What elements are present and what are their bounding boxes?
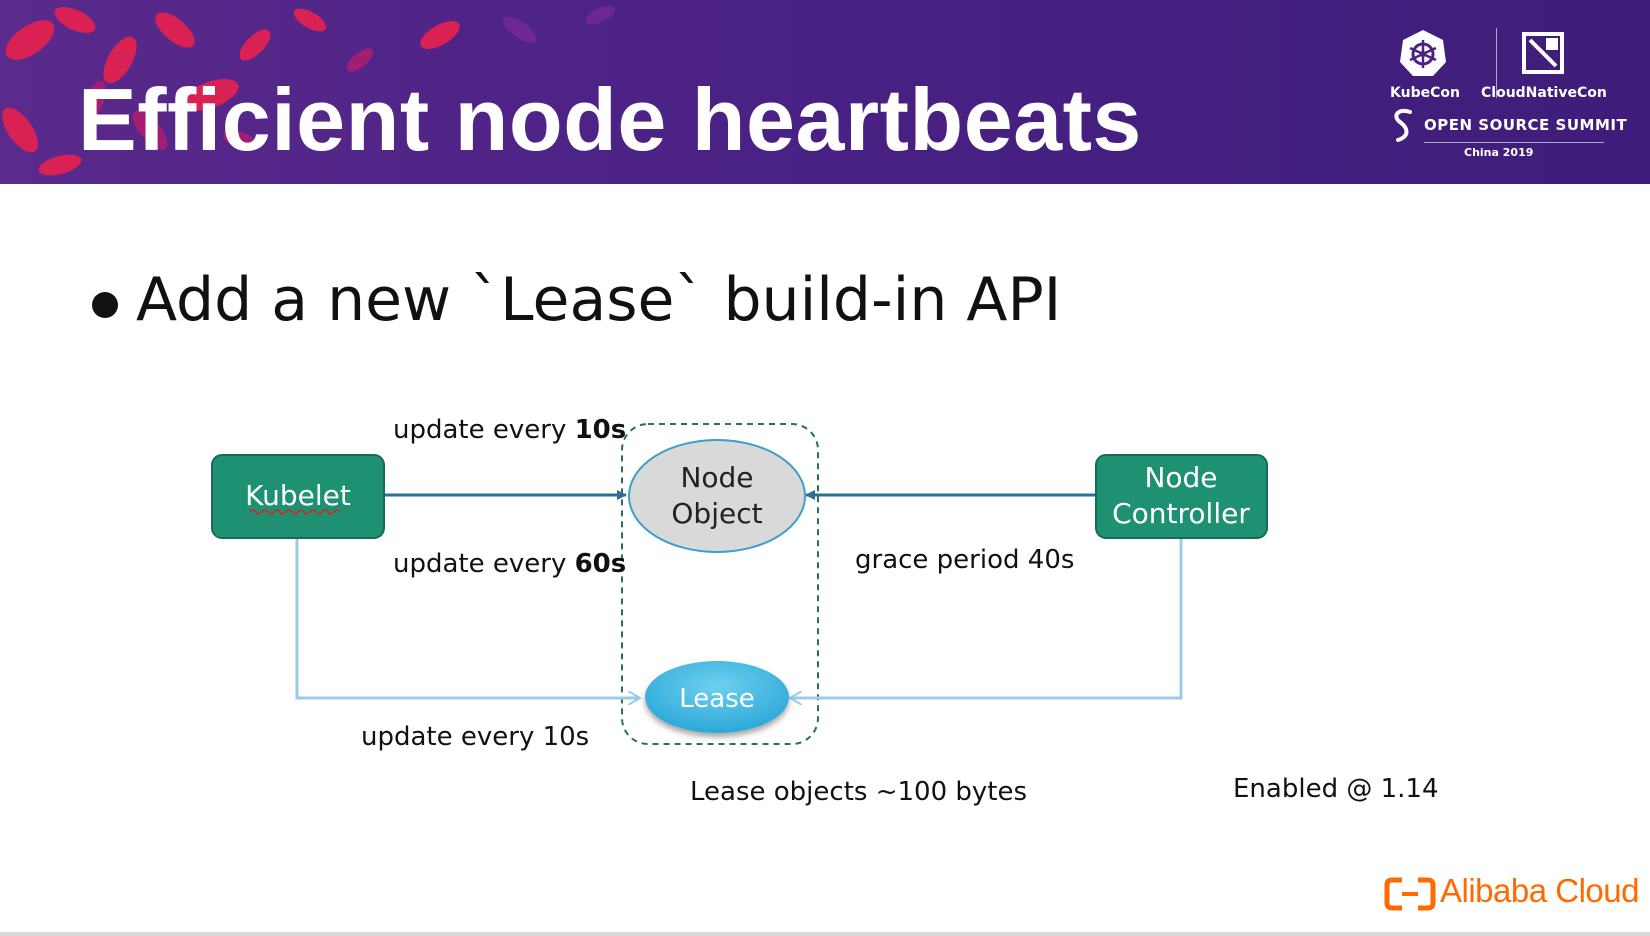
lease-ellipse: Lease bbox=[645, 661, 789, 733]
api-group-container bbox=[621, 423, 819, 745]
kubernetes-helm-icon bbox=[1400, 30, 1446, 76]
bullet-dot bbox=[92, 292, 118, 318]
summit-label: OPEN SOURCE SUMMIT bbox=[1424, 116, 1628, 134]
summit-s-icon bbox=[1394, 109, 1412, 142]
node-controller-label-line1: Node bbox=[1144, 461, 1217, 494]
node-object-label-line1: Node bbox=[680, 461, 753, 494]
middle-edge-label: update every 60s bbox=[393, 549, 626, 579]
controller-to-lease-arrow bbox=[790, 536, 1183, 698]
alibaba-cloud-bracket-icon bbox=[1384, 877, 1436, 911]
bullet-text: Add a new `Lease` build-in API bbox=[136, 265, 1062, 335]
spellcheck-underline bbox=[249, 509, 341, 515]
footer-divider bbox=[0, 932, 1650, 936]
conference-logos: KubeCon CloudNativeCon OPEN SOURCE SUMMI… bbox=[1380, 18, 1627, 168]
kubelet-to-lease-arrow bbox=[295, 536, 640, 698]
node-object-label-line2: Object bbox=[671, 497, 762, 530]
decorative-leaves bbox=[2, 5, 615, 176]
enabled-note: Enabled @ 1.14 bbox=[1233, 774, 1439, 804]
lease-edge-label: update every 10s bbox=[361, 722, 589, 752]
alibaba-cloud-label: Alibaba Cloud bbox=[1440, 872, 1639, 909]
grace-period-label: grace period 40s bbox=[855, 545, 1074, 575]
cloudnativecon-icon bbox=[1522, 32, 1564, 74]
edition-label: China 2019 bbox=[1464, 146, 1534, 159]
cloudnativecon-label: CloudNativeCon bbox=[1481, 85, 1607, 101]
node-controller-box: Node Controller bbox=[1095, 454, 1268, 539]
slide-title: Efficient node heartbeats bbox=[78, 70, 1142, 169]
node-controller-label-line2: Controller bbox=[1112, 497, 1250, 530]
lease-label: Lease bbox=[679, 684, 755, 714]
summit-underline bbox=[1424, 142, 1604, 143]
kubelet-label: Kubelet bbox=[245, 479, 351, 512]
logo-divider bbox=[1496, 28, 1497, 98]
lease-size-note: Lease objects ~100 bytes bbox=[690, 777, 1027, 807]
kubecon-label: KubeCon bbox=[1390, 85, 1460, 101]
header-banner: Efficient node heartbeats KubeCon CloudN… bbox=[0, 0, 1650, 184]
kubelet-box: Kubelet bbox=[211, 454, 385, 539]
node-object-ellipse: Node Object bbox=[628, 439, 806, 553]
top-edge-label: update every 10s bbox=[393, 415, 626, 445]
alibaba-cloud-logo: Alibaba Cloud bbox=[1384, 872, 1639, 914]
